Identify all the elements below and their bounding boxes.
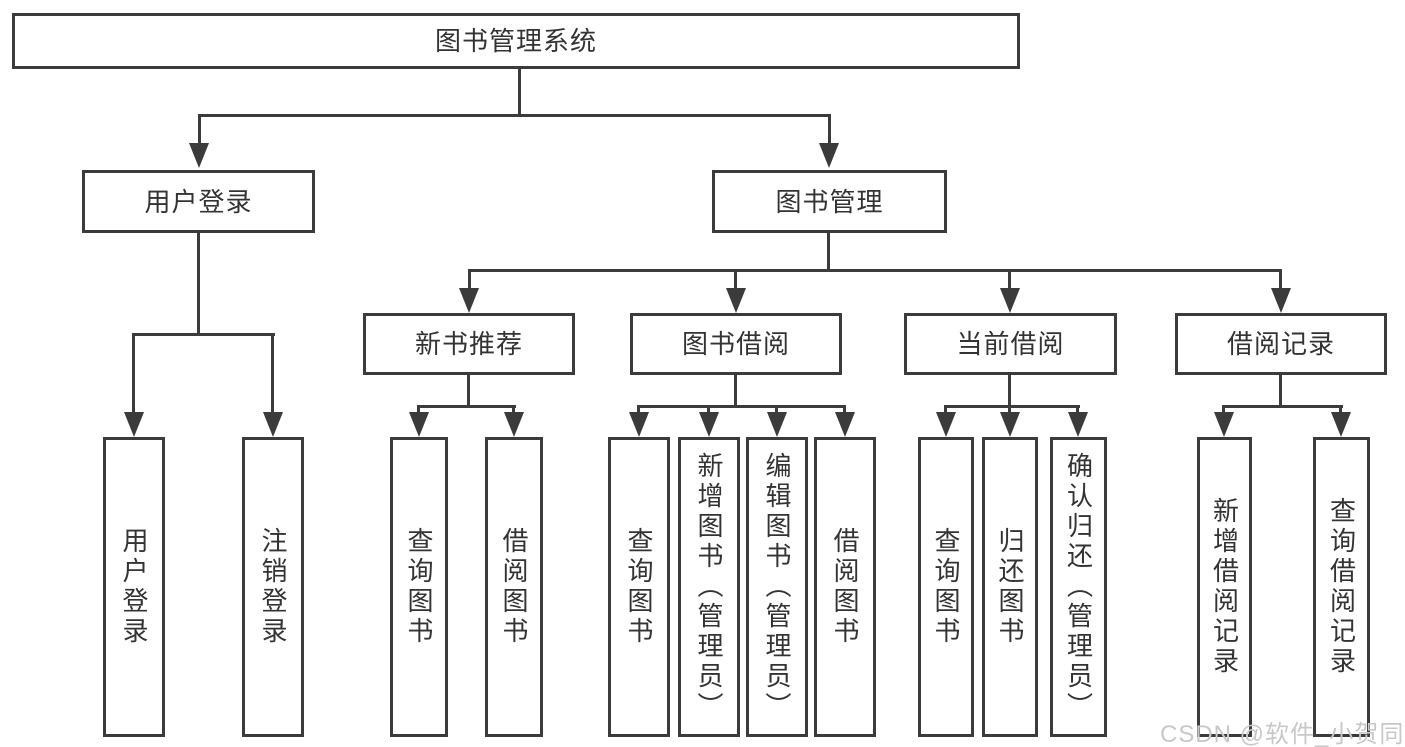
node-label: 图书借阅 [681,329,790,359]
leaf-confirm-return-admin: 确认归还（管理员） [1050,437,1107,737]
node-label: 借阅图书 [830,527,860,647]
arrow-down-icon [459,288,479,313]
arrow-down-icon [409,412,429,437]
arrow-down-icon [629,412,649,437]
node-label: 查询图书 [931,527,961,647]
connector-line [197,233,200,336]
leaf-edit-book-admin: 编辑图书（管理员） [746,437,808,737]
connector-line [198,114,201,146]
node-book-borrowing: 图书借阅 [630,313,842,375]
node-label: 新增图书（管理员） [694,452,724,722]
connector-line [734,269,737,293]
leaf-query-books-recommend: 查询图书 [390,437,448,737]
connector-line [1222,405,1343,408]
connector-line [828,114,831,146]
node-label: 新书推荐 [414,329,523,359]
arrow-down-icon [767,412,787,437]
leaf-add-book-admin: 新增图书（管理员） [678,437,740,737]
connector-line [637,405,846,408]
connector-line [1279,269,1282,293]
leaf-return-book: 归还图书 [982,437,1038,737]
connector-line [417,405,516,408]
arrow-down-icon [504,412,524,437]
connector-line [734,375,737,408]
node-user-login: 用户登录 [82,170,315,233]
leaf-borrow-books-borrowing: 借阅图书 [814,437,876,737]
arrow-down-icon [189,143,209,168]
connector-line [944,405,1080,408]
node-label: 图书管理系统 [434,26,597,56]
connector-line [1279,375,1282,408]
connector-line [468,269,1282,272]
connector-line [1008,375,1011,408]
arrow-down-icon [263,412,283,437]
arrow-down-icon [1331,412,1351,437]
arrow-down-icon [936,412,956,437]
node-label: 用户登录 [119,527,149,647]
connector-line [271,333,274,415]
connector-line [198,114,831,117]
connector-line [827,233,830,272]
arrow-down-icon [726,288,746,313]
leaf-add-borrow-record: 新增借阅记录 [1197,437,1252,737]
arrow-down-icon [1068,412,1088,437]
arrow-down-icon [819,143,839,168]
node-label: 借阅记录 [1226,329,1335,359]
node-label: 确认归还（管理员） [1063,452,1094,722]
csdn-watermark: CSDN @软件_小贺同学 [1160,721,1405,747]
node-library-management-system: 图书管理系统 [12,13,1020,69]
arrow-down-icon [835,412,855,437]
node-label: 注销登录 [258,527,288,647]
node-label: 归还图书 [995,527,1025,647]
node-book-management: 图书管理 [712,170,947,233]
arrow-down-icon [1000,288,1020,313]
node-label: 借阅图书 [499,527,529,647]
node-label: 编辑图书（管理员） [762,452,792,722]
node-current-borrowing: 当前借阅 [904,313,1117,375]
arrow-down-icon [1271,288,1291,313]
node-new-book-recommend: 新书推荐 [363,313,575,375]
node-label: 查询借阅记录 [1326,497,1357,677]
connector-line [467,375,470,408]
arrow-down-icon [124,412,144,437]
connector-line [1008,269,1011,293]
node-borrowing-records: 借阅记录 [1175,313,1387,375]
arrow-down-icon [699,412,719,437]
arrow-down-icon [1000,412,1020,437]
node-label: 新增借阅记录 [1209,497,1240,677]
node-label: 查询图书 [404,527,434,647]
leaf-logout: 注销登录 [242,437,304,737]
leaf-query-books-current: 查询图书 [918,437,974,737]
connector-line [132,333,135,415]
node-label: 当前借阅 [956,329,1065,359]
connector-line [132,333,275,336]
node-label: 用户登录 [144,186,253,217]
arrow-down-icon [1214,412,1234,437]
node-label: 查询图书 [624,527,654,647]
node-label: 图书管理 [775,186,884,217]
leaf-query-books-borrowing: 查询图书 [608,437,670,737]
connector-line [468,269,471,293]
connector-line [518,68,521,117]
leaf-borrow-books-recommend: 借阅图书 [485,437,543,737]
leaf-query-borrow-record: 查询借阅记录 [1313,437,1370,737]
leaf-user-login: 用户登录 [103,437,165,737]
